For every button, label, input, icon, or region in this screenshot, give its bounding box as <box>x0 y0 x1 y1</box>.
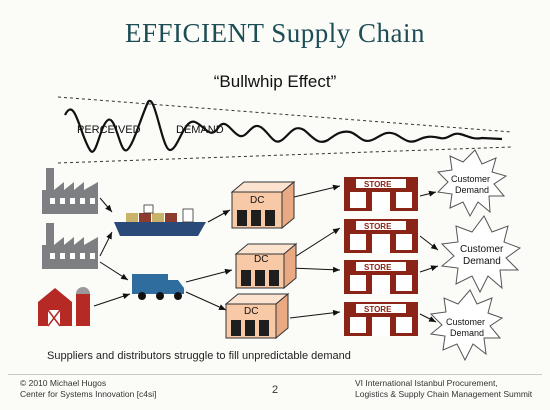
page-number: 2 <box>272 384 279 396</box>
footer-divider <box>8 374 542 375</box>
customer-label-line2: Demand <box>455 185 489 195</box>
store-label: STORE <box>364 222 392 231</box>
customer-label-line1: Customer <box>446 317 485 327</box>
demand-label: DEMAND <box>176 124 224 136</box>
store-icon: STORE <box>344 177 418 211</box>
bullwhip-envelope <box>57 96 513 164</box>
store-icon: STORE <box>344 260 418 294</box>
dc-box: DC <box>224 292 290 340</box>
footer-copyright: © 2010 Michael Hugos <box>20 378 107 388</box>
perceived-label: PERCEIVED <box>77 124 141 136</box>
store-label: STORE <box>364 305 392 314</box>
dc-label: DC <box>244 306 258 317</box>
customer-demand-burst: Customer Demand <box>429 289 504 362</box>
customer-label-line2: Demand <box>463 256 501 267</box>
cargo-ship-icon <box>114 204 206 236</box>
factory-icon <box>42 168 98 214</box>
slide-title: EFFICIENT Supply Chain <box>124 18 426 48</box>
store-label: STORE <box>364 180 392 189</box>
footer-event-line2: Logistics & Supply Chain Management Summ… <box>355 389 533 399</box>
bullwhip-demand-curve <box>64 99 503 153</box>
customer-demand-burst: Customer Demand <box>436 149 508 218</box>
customer-label-line2: Demand <box>450 328 484 338</box>
footer-event-line1: VI International Istanbul Procurement, <box>355 378 498 388</box>
footer-left: © 2010 Michael Hugos Center for Systems … <box>20 378 157 400</box>
flow-arrows <box>93 184 439 323</box>
slide-subtitle: “Bullwhip Effect” <box>213 72 337 91</box>
customer-label-line1: Customer <box>460 244 504 255</box>
store-label: STORE <box>364 263 392 272</box>
customer-demand-burst: Customer Demand <box>440 215 522 294</box>
dc-label: DC <box>250 195 264 206</box>
truck-icon <box>132 274 184 300</box>
footer-right: VI International Istanbul Procurement, L… <box>355 378 532 400</box>
footer-organization: Center for Systems Innovation [c4si] <box>20 389 157 399</box>
store-icon: STORE <box>344 219 418 253</box>
store-icon: STORE <box>344 302 418 336</box>
dc-label: DC <box>254 254 268 265</box>
dc-box: DC <box>230 180 296 230</box>
barn-icon <box>38 287 90 327</box>
dc-box: DC <box>234 242 298 290</box>
diagram-caption: Suppliers and distributors struggle to f… <box>47 350 351 362</box>
customer-label-line1: Customer <box>451 174 490 184</box>
factory-icon <box>42 223 98 269</box>
